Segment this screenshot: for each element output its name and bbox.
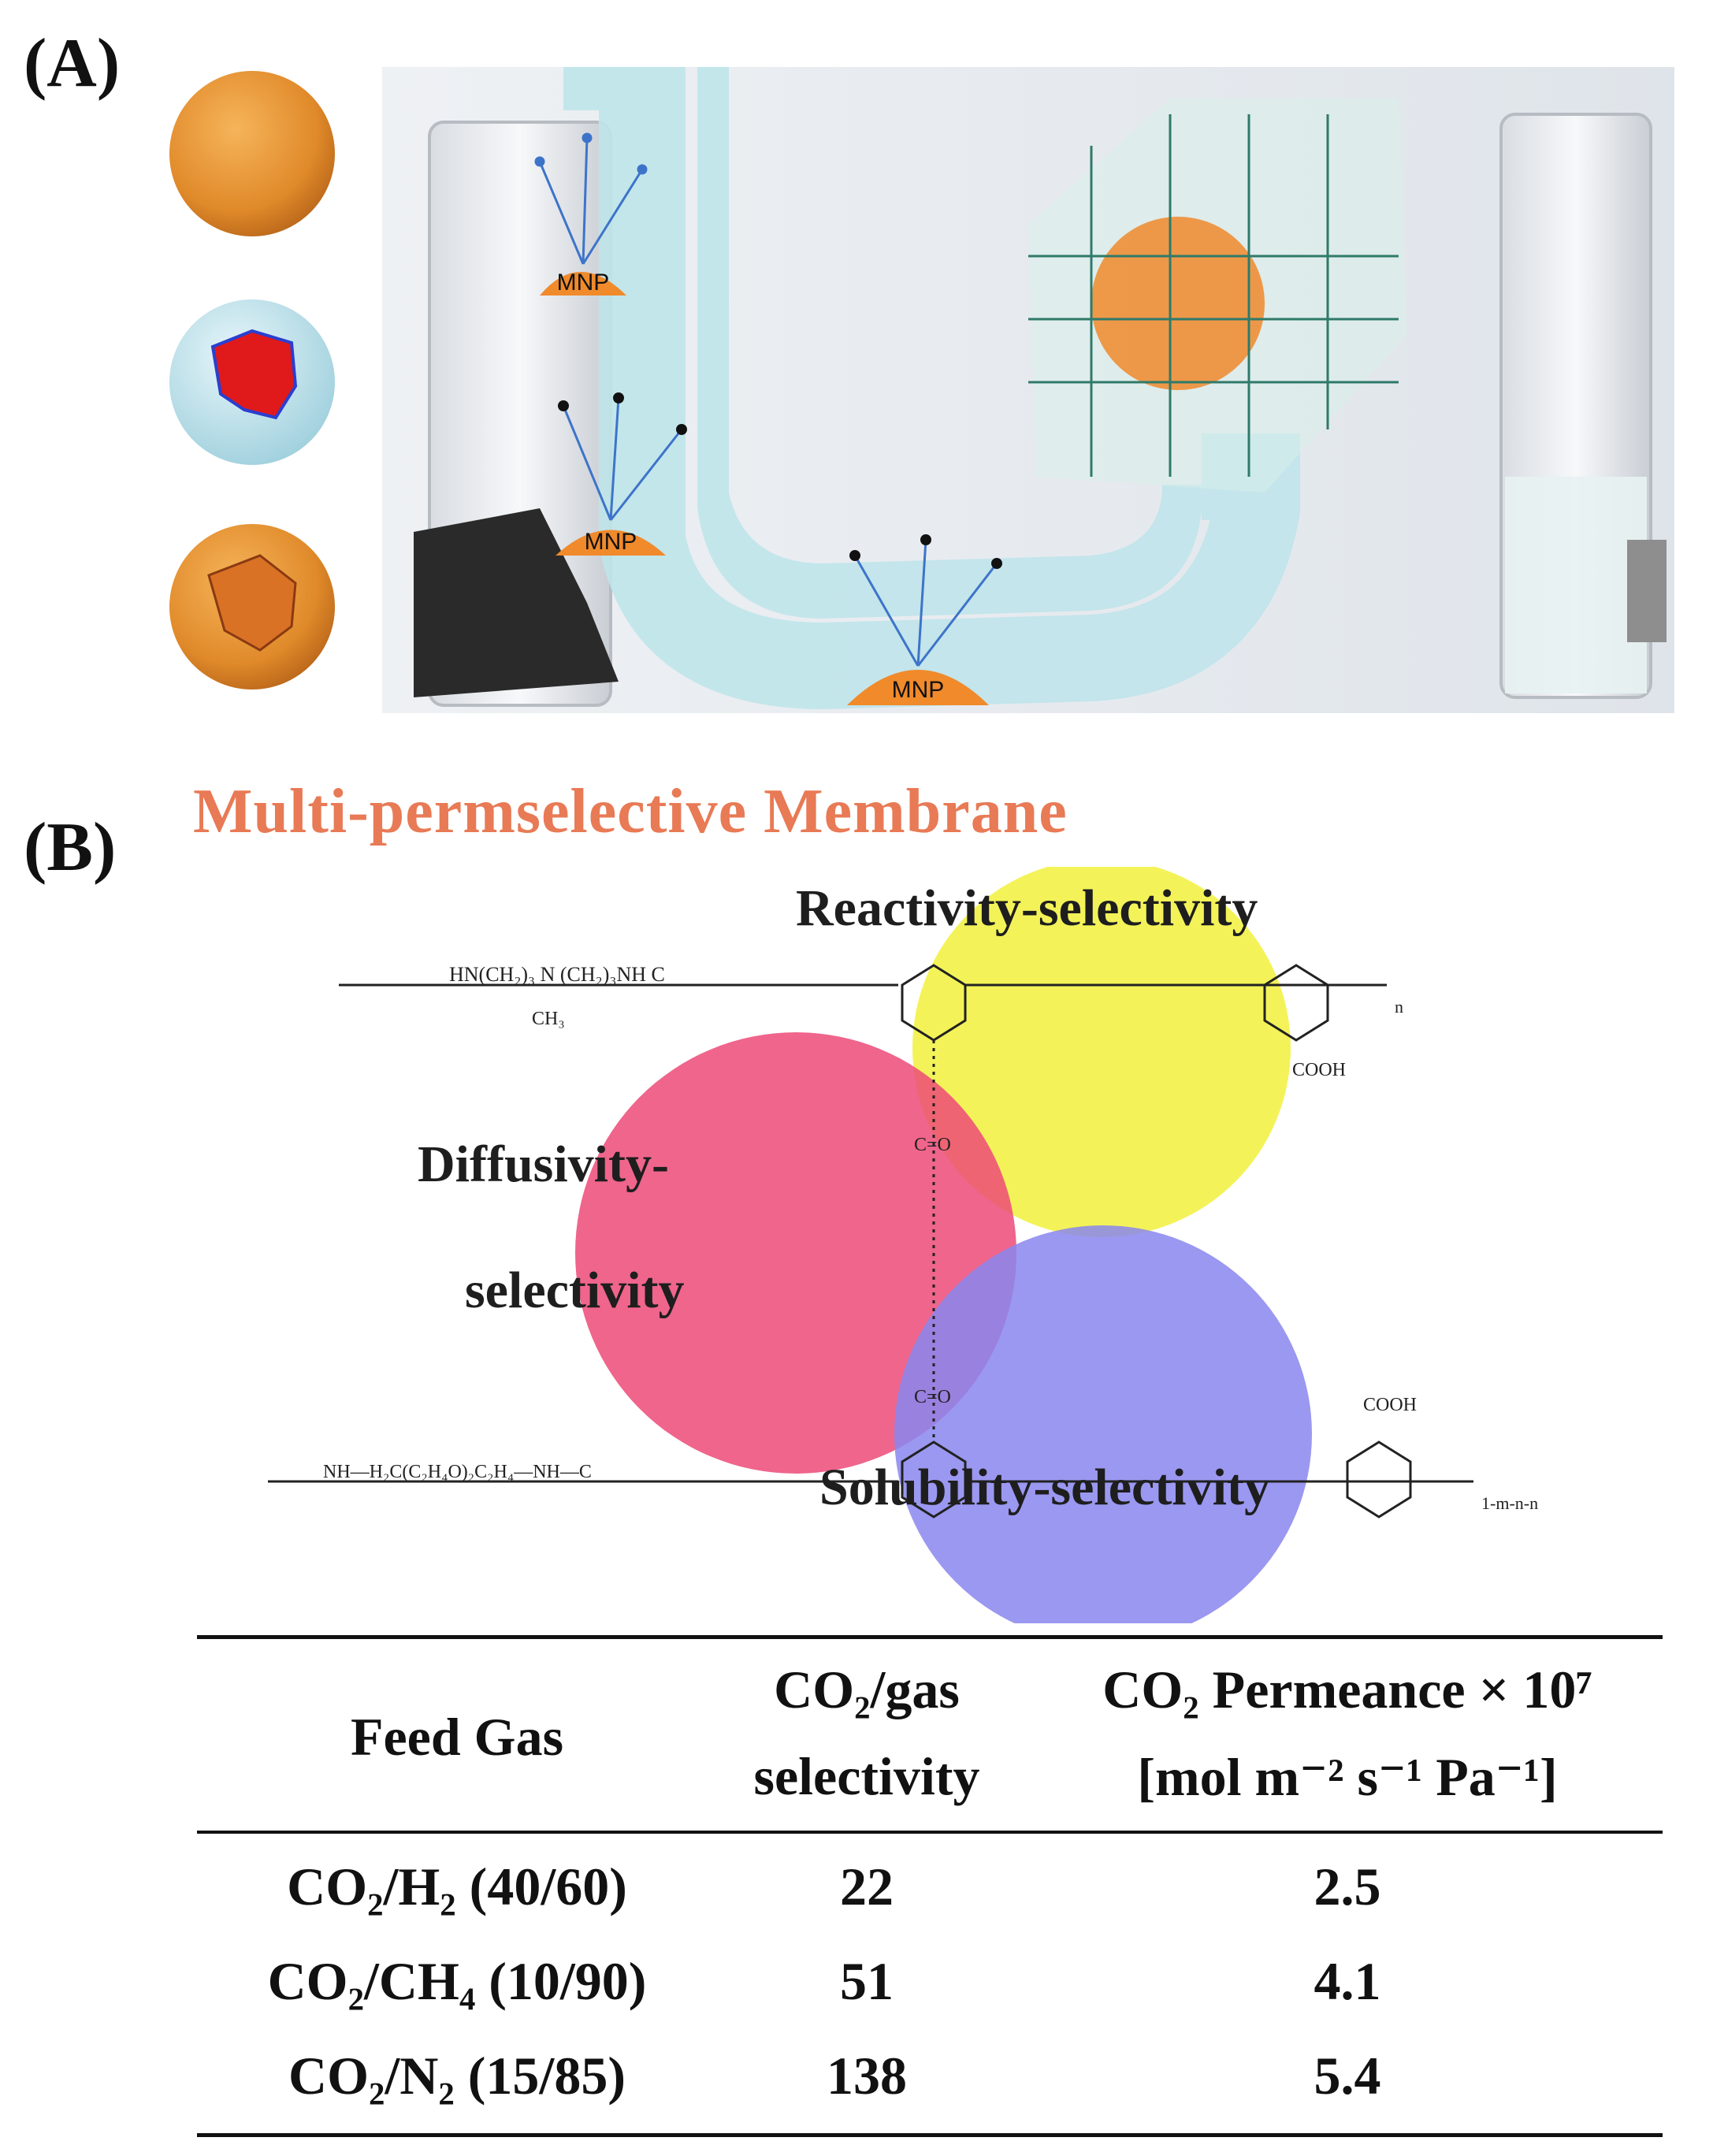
chemical-structure-top [339, 964, 1387, 1042]
solubility-circle [894, 1225, 1312, 1623]
chem-subscript-1mn: 1-m-n-n [1481, 1493, 1538, 1513]
header-permeance-line2: [mol m⁻² s⁻¹ Pa⁻¹] [1137, 1747, 1558, 1807]
header-selectivity-line2: selectivity [753, 1746, 980, 1806]
synthesis-scene-illustration: MNP MNP MNP [382, 67, 1674, 713]
mnp-cap-2 [556, 530, 666, 556]
table-row-1-feed: CO₂/H₂ (40/60) [287, 1857, 627, 1916]
bare-mnp-sphere [169, 71, 335, 236]
table-row-1-selectivity: 22 [840, 1857, 894, 1916]
diffusivity-label-line1: Diffusivity- [418, 1136, 669, 1193]
table-top-rule [197, 1635, 1663, 1639]
right-vial-liquid [1505, 477, 1647, 693]
ligand-nodes [558, 392, 1002, 569]
magnetic-residue [414, 508, 619, 697]
diffusivity-circle [575, 1032, 1016, 1474]
mnp-label-1: MNP [557, 270, 610, 296]
header-permeance-line1: CO₂ Permeance × 10⁷ [1102, 1660, 1592, 1719]
red-core-patch [210, 329, 298, 420]
table-row-2-permeance: 4.1 [1314, 1951, 1381, 2011]
table-row-3-feed: CO₂/N₂ (15/85) [288, 2046, 626, 2106]
table-row-2-selectivity: 51 [840, 1951, 894, 2011]
mnp-label-2: MNP [585, 529, 637, 555]
mnp-label-3: MNP [892, 677, 945, 703]
reactivity-circle [912, 867, 1291, 1237]
table-row-3-permeance: 5.4 [1314, 2046, 1381, 2106]
chem-bottom-chain: NH—H₂C(C₂H₄O)₂C₂H₄—NH—C [323, 1462, 592, 1482]
framework-cube [1028, 99, 1406, 493]
chem-top-methyl: CH₃ [532, 1009, 565, 1029]
chem-cooh-bottom: COOH [1363, 1395, 1417, 1415]
panel-a-label: (A) [24, 25, 121, 102]
nanoparticle-spheres [169, 71, 335, 690]
chem-cooh-top: COOH [1292, 1060, 1346, 1080]
mnp-cap-3 [847, 670, 989, 705]
mnp-cap-1 [540, 272, 626, 296]
membrane-title: Multi-permselective Membrane [193, 777, 1068, 846]
table-row-2-feed: CO₂/CH₄ (10/90) [267, 1951, 647, 2011]
diffusivity-label-line2: selectivity [465, 1262, 685, 1319]
reactivity-label: Reactivity-selectivity [796, 879, 1258, 937]
ligand-strands [534, 132, 998, 667]
table-header-rule [197, 1831, 1663, 1834]
u-tube [563, 67, 1202, 619]
solubility-label: Solubility-selectivity [819, 1459, 1270, 1516]
magnet-block [1627, 540, 1667, 642]
chem-carbonyl-top: C=O [914, 1135, 951, 1155]
surface-patch [207, 554, 297, 652]
table-row-3-selectivity: 138 [827, 2046, 907, 2106]
chemical-structure-bottom [268, 1440, 1473, 1518]
panel-b-label: (B) [24, 809, 117, 886]
selectivity-venn-diagram: HN(CH₂)₃ N (CH₂)₃NH C CH₃ COOH C=O C=O C… [268, 867, 1538, 1623]
header-selectivity-line1: CO₂/gas [774, 1660, 960, 1719]
chem-top-chain: HN(CH₂)₃ N (CH₂)₃NH C [449, 963, 665, 986]
table-row-1-permeance: 2.5 [1314, 1857, 1381, 1916]
chem-carbonyl-bottom: C=O [914, 1387, 951, 1407]
header-feed-gas: Feed Gas [350, 1707, 564, 1767]
chem-subscript-n: n [1395, 997, 1403, 1017]
table-bottom-rule [197, 2133, 1663, 2137]
